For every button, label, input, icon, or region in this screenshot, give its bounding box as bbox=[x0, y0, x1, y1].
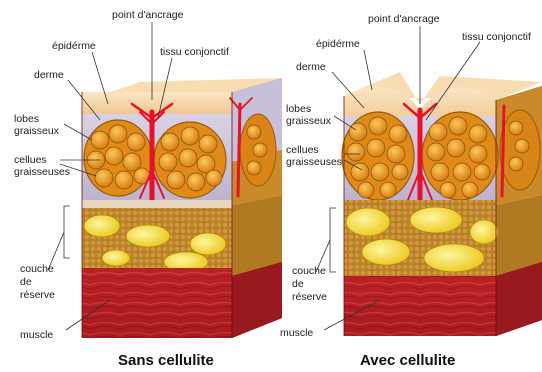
label-muscle: muscle bbox=[20, 329, 53, 341]
label-derme-right: derme bbox=[296, 61, 326, 73]
label-muscle-right: muscle bbox=[280, 327, 313, 339]
label-tissu-conjonctif-right: tissu conjonctif bbox=[462, 31, 531, 43]
label-derme: derme bbox=[34, 69, 64, 81]
label-couche-line1: couche bbox=[20, 263, 54, 275]
label-lobes-line1-right: lobes bbox=[286, 103, 311, 115]
label-couche-line2-right: de bbox=[292, 278, 304, 290]
label-lobes-line2: graisseux bbox=[14, 125, 60, 137]
label-tissu-conjonctif: tissu conjonctif bbox=[160, 46, 229, 58]
label-point-ancrage-right: point d'ancrage bbox=[368, 13, 440, 25]
label-cellules-line2-right: graisseuses bbox=[286, 156, 342, 168]
label-lobes-line2-right: graisseux bbox=[286, 115, 332, 127]
label-lobes-line1: lobes bbox=[14, 113, 39, 125]
label-couche-line2: de bbox=[20, 276, 32, 288]
label-couche-line3: réserve bbox=[20, 289, 55, 301]
block-sans-cellulite bbox=[82, 78, 282, 338]
caption-sans-cellulite: Sans cellulite bbox=[118, 352, 214, 369]
block-avec-cellulite bbox=[342, 72, 542, 336]
caption-avec-cellulite: Avec cellulite bbox=[360, 352, 455, 369]
label-epiderme: épidérme bbox=[52, 40, 96, 52]
label-point-ancrage: point d'ancrage bbox=[112, 9, 184, 21]
label-epiderme-right: épidérme bbox=[316, 38, 360, 50]
label-cellules-line1-right: cellues bbox=[286, 144, 319, 156]
label-couche-line3-right: réserve bbox=[292, 291, 327, 303]
label-cellules-line2: graisseuses bbox=[14, 166, 70, 178]
left-epidermis bbox=[82, 92, 232, 114]
label-cellules-line1: cellues bbox=[14, 154, 47, 166]
label-couche-line1-right: couche bbox=[292, 265, 326, 277]
